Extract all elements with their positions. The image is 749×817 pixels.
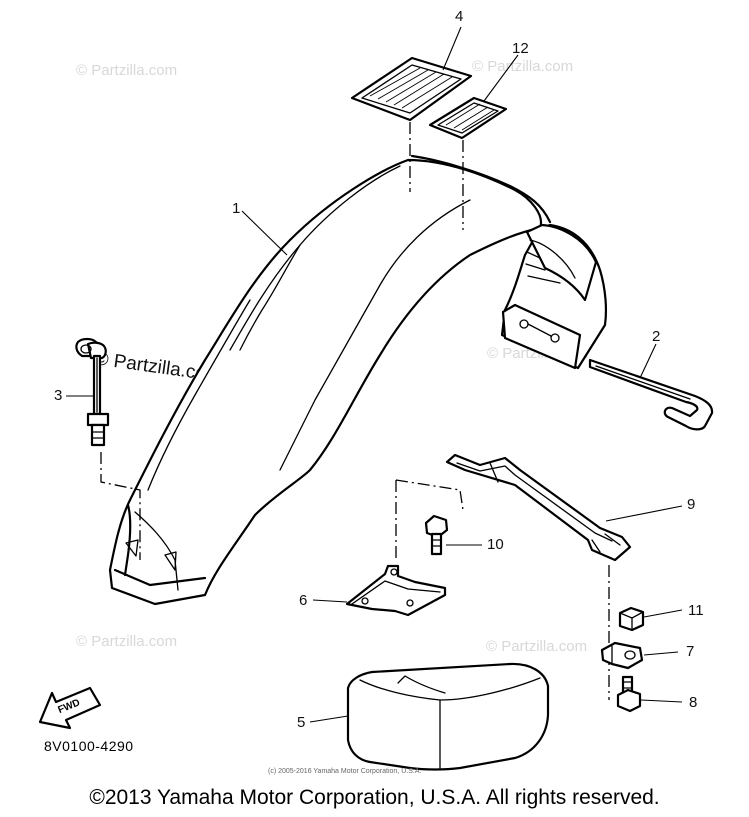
callout-1[interactable]: 1 [232, 200, 241, 217]
bracket-strap-part-9[interactable] [445, 453, 632, 562]
callout-3[interactable]: 3 [54, 387, 63, 404]
callout-7[interactable]: 7 [686, 643, 695, 660]
clip-part-7[interactable] [600, 641, 644, 670]
decal-small-part-12[interactable] [428, 96, 508, 140]
nut-part-11[interactable] [618, 606, 645, 632]
diagram-code: 8V0100-4290 [44, 738, 134, 754]
leader-lines [66, 26, 683, 723]
callout-12[interactable]: 12 [512, 40, 529, 57]
watermark: © Partzilla.com [76, 62, 178, 79]
decal-large-part-4[interactable] [350, 56, 473, 122]
rear-fender-part-1[interactable] [108, 154, 608, 606]
small-copyright: (c) 2005-2016 Yamaha Motor Corporation, … [268, 768, 422, 775]
plate-bracket-part-6[interactable] [345, 564, 447, 617]
bolt-part-8[interactable] [616, 675, 642, 713]
watermark: © Partzilla.com [486, 638, 588, 655]
callout-11[interactable]: 11 [688, 602, 704, 619]
rod-part-2[interactable] [588, 358, 714, 431]
callout-8[interactable]: 8 [689, 694, 698, 711]
watermark: © Partzilla.com [76, 633, 178, 650]
callout-10[interactable]: 10 [487, 536, 504, 553]
footer-copyright: ©2013 Yamaha Motor Corporation, U.S.A. A… [89, 786, 660, 809]
fwd-arrow-icon: FWD [38, 686, 102, 730]
bolt-part-10[interactable] [424, 514, 449, 556]
callout-2[interactable]: 2 [652, 328, 661, 345]
callout-5[interactable]: 5 [297, 714, 306, 731]
callout-9[interactable]: 9 [687, 496, 696, 513]
watermark: © Partzilla.com [472, 58, 574, 75]
callout-4[interactable]: 4 [455, 8, 464, 25]
bolt-knob-part-3[interactable] [75, 337, 110, 447]
callout-6[interactable]: 6 [299, 592, 308, 609]
battery-box-part-5[interactable] [346, 662, 550, 771]
